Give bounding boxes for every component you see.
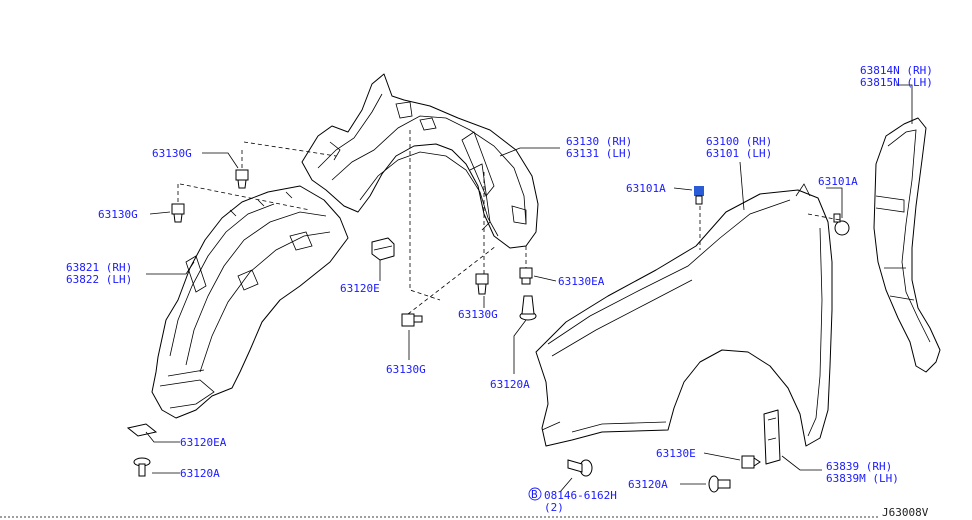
bolt-symbol-circle [528, 487, 542, 501]
label-63101: 63101 (LH) [706, 147, 772, 160]
fastener-63130g-b [171, 203, 185, 223]
leader-lines [145, 84, 913, 493]
label-63120a-a: 63120A [180, 467, 220, 480]
rear-splash-guard [301, 73, 539, 249]
callout-labels: 63130G 63130G 63821 (RH) 63822 (LH) 6312… [66, 64, 933, 514]
clip-63120a-b [519, 295, 537, 321]
label-63130g-a: 63130G [152, 147, 192, 160]
fender-protector-63839 [763, 409, 781, 465]
dashed-guides [177, 130, 841, 315]
bolt-63101a-b [833, 213, 850, 236]
fastener-63130g-c [475, 273, 489, 295]
label-63130g-c: 63130G [458, 308, 498, 321]
label-63100: 63100 (RH) [706, 135, 772, 148]
label-63120a-b: 63120A [490, 378, 530, 391]
bolt-symbol: B [531, 488, 538, 501]
label-63821: 63821 (RH) [66, 261, 132, 274]
label-63130ea: 63130EA [558, 275, 605, 288]
bolt-63120a-a [133, 457, 151, 477]
label-63839: 63839 (RH) [826, 460, 892, 473]
fastener-63130e [741, 455, 761, 469]
diagram-code: J63008V [882, 506, 929, 519]
label-63839m: 63839M (LH) [826, 472, 899, 485]
front-splash-guard [151, 185, 349, 419]
label-63130g-b: 63130G [98, 208, 138, 221]
bolt-63101a-a [694, 186, 704, 205]
label-63120e: 63120E [340, 282, 380, 295]
fastener-63130g-a [235, 169, 249, 189]
fastener-63130ea [519, 267, 533, 285]
label-63130: 63130 (RH) [566, 135, 632, 148]
label-63131: 63131 (LH) [566, 147, 632, 160]
clip-63120e [371, 237, 395, 261]
label-08146-qty: (2) [544, 501, 564, 514]
label-63130e: 63130E [656, 447, 696, 460]
label-63101a-b: 63101A [818, 175, 858, 188]
fastener-63120ea-a [126, 423, 158, 437]
fastener-63130g-d [401, 313, 423, 327]
label-63814n: 63814N (RH) [860, 64, 933, 77]
label-63120a-c: 63120A [628, 478, 668, 491]
label-63815n: 63815N (LH) [860, 76, 933, 89]
label-63101a-a: 63101A [626, 182, 666, 195]
label-63120ea-a: 63120EA [180, 436, 227, 449]
fender-seal [873, 117, 941, 373]
bolt-63120a-c [708, 475, 731, 493]
label-08146: 08146-6162H [544, 489, 617, 502]
front-fender [535, 183, 833, 447]
label-63822: 63822 (LH) [66, 273, 132, 286]
label-63130g-d: 63130G [386, 363, 426, 376]
bolt-08146 [567, 459, 593, 477]
